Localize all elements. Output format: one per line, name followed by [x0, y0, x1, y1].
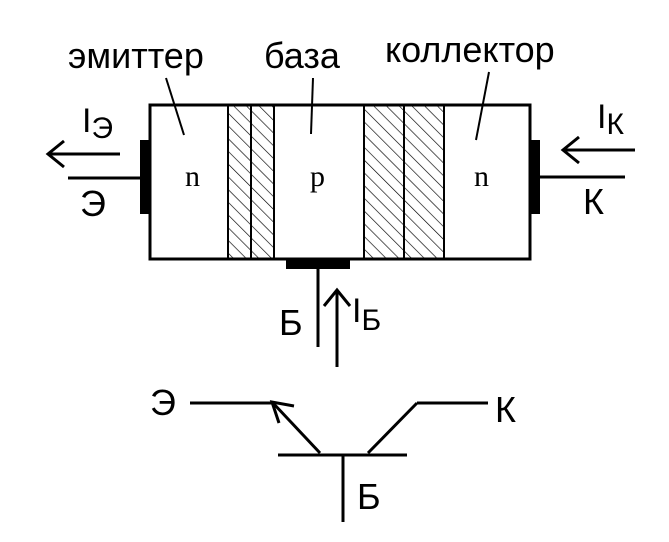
base-region-letter: p: [310, 160, 325, 193]
emitter-terminal-label: Э: [80, 183, 106, 224]
symbol-emitter-arrow: [269, 400, 295, 424]
base-terminal-label: Б: [279, 302, 303, 343]
symbol-emitter-diagonal: [271, 401, 322, 455]
base-contact: [286, 259, 350, 269]
transistor-body: [148, 103, 532, 261]
collector-terminal-label: К: [583, 181, 604, 222]
base-current-label: IБ: [352, 292, 381, 337]
symbol-collector-label: К: [495, 389, 516, 430]
collector-arrow-head: [560, 135, 580, 165]
emitter-arrow-head: [45, 139, 65, 169]
symbol-base-label: Б: [357, 476, 381, 517]
collector-label: коллектор: [385, 29, 555, 70]
base-label: база: [264, 35, 341, 76]
emitter-current-label: IЭ: [82, 102, 113, 145]
emitter-contact: [140, 140, 150, 214]
symbol-emitter-label: Э: [150, 382, 176, 423]
collector-contact: [530, 140, 540, 214]
collector-region-letter: n: [474, 160, 489, 193]
emitter-region-letter: n: [185, 160, 200, 193]
emitter-label: эмиттер: [68, 35, 204, 76]
collector-current-label: IК: [597, 98, 624, 141]
symbol-collector-diagonal: [366, 401, 419, 455]
base-arrow-head: [322, 287, 352, 307]
